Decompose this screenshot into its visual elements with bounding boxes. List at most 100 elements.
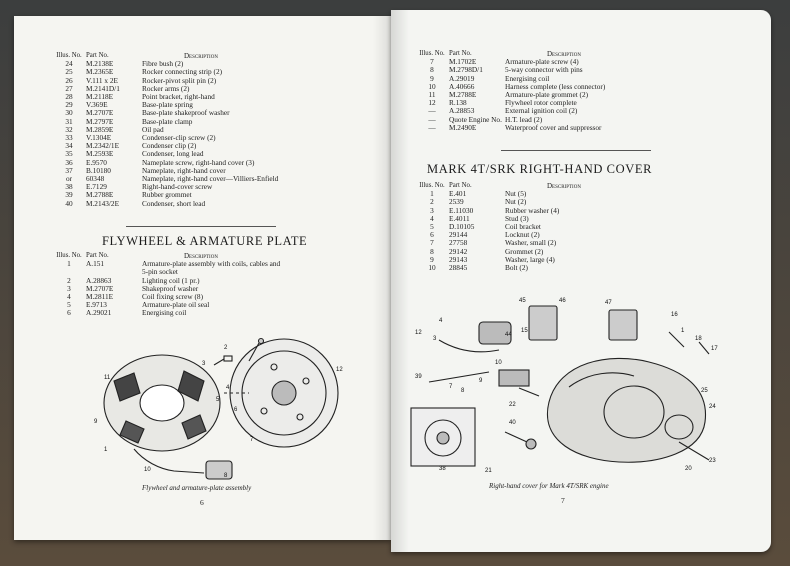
description-cell: Nameplate screw, right-hand cover (3) [142, 157, 255, 167]
illus-no-cell: 40 [65, 198, 73, 208]
illus-no-cell: 39 [65, 190, 73, 200]
part-no-cell: 29144 [449, 230, 468, 240]
table-row: 5-pin socket [52, 268, 280, 276]
description-cell: Condenser clip (2) [142, 141, 197, 151]
description-cell: Waterproof cover and suppressor [505, 122, 602, 132]
part-no-cell: A.29019 [449, 73, 475, 83]
illus-no-cell: 1 [430, 189, 434, 199]
table-header: Illus. No. Part No. Description [52, 52, 278, 60]
callout-number: 11 [104, 375, 111, 381]
illus-no-cell: 37 [65, 165, 73, 175]
description-cell: Rocker arms (2) [142, 83, 190, 93]
col-description: Description [184, 252, 218, 260]
part-no-cell: E.11030 [449, 205, 474, 215]
callout-number: 15 [521, 328, 528, 334]
part-no-cell: M.2138E [86, 59, 114, 69]
callout-number: 3 [202, 361, 206, 367]
table-header: Illus. No. Part No. Description [415, 182, 581, 190]
part-no-cell: M.2490E [449, 122, 477, 132]
callout-number: 10 [144, 467, 151, 473]
description-cell: Coil bracket [505, 222, 541, 232]
section-rule [501, 150, 651, 151]
part-no-cell: 2539 [449, 197, 464, 207]
description-cell: Rocker-pivot split pin (2) [142, 75, 217, 85]
callout-number: 1 [104, 447, 108, 453]
right-hand-cover [546, 357, 707, 463]
description-cell: Condenser, short lead [142, 198, 206, 208]
description-cell: H.T. lead (2) [505, 114, 543, 124]
illus-no-cell: 29 [65, 100, 73, 110]
description-cell: Armature-plate grommet (2) [505, 90, 589, 100]
illus-no-cell: 38 [65, 182, 73, 192]
callout-number: 2 [224, 345, 228, 351]
description-cell: Nut (2) [505, 197, 527, 207]
illus-no-cell: 24 [65, 59, 73, 69]
table-row: 36 E.9570 Nameplate screw, right-hand cove… [52, 157, 278, 167]
part-no-cell: M.2365E [86, 67, 114, 77]
callout-number: 24 [709, 404, 716, 410]
part-no-cell: 60348 [86, 174, 105, 184]
part-no-cell: V.1304E [86, 133, 112, 143]
col-part-no: Part No. [86, 252, 109, 259]
col-illus-no: Illus. No. [56, 252, 82, 259]
part-no-cell: A.28853 [449, 106, 475, 116]
table-header: Illus. No. Part No. Description [415, 50, 605, 58]
callout-number: 4 [226, 385, 230, 391]
illus-no-cell: 36 [65, 157, 73, 167]
part-no-cell: M.2859E [86, 124, 114, 134]
callout-number: 7 [449, 384, 453, 390]
description-cell: Lighting coil (1 pr.) [142, 275, 200, 285]
illus-no-cell: 2 [67, 275, 71, 285]
part-no-cell: 28845 [449, 263, 468, 273]
part-no-cell: A.40666 [449, 81, 475, 91]
description-cell: Oil pad [142, 124, 164, 134]
col-description: Description [547, 182, 581, 190]
part-no-cell: 29142 [449, 246, 468, 256]
part-no-cell: E.9713 [86, 300, 107, 310]
illus-no-cell: 4 [67, 292, 71, 302]
col-illus-no: Illus. No. [419, 50, 445, 57]
callout-number: 46 [559, 298, 566, 304]
part-no-cell: M.2811E [86, 292, 114, 302]
parts-table-continued: Illus. No. Part No. Description 24 M.2138… [52, 52, 278, 208]
callout-number: 18 [695, 336, 702, 342]
description-cell: Flywheel rotor complete [505, 98, 577, 108]
illus-no-cell: 5 [67, 300, 71, 310]
part-no-cell: E.9570 [86, 157, 107, 167]
callout-number: 6 [234, 407, 238, 413]
callout-number: 8 [224, 473, 228, 479]
illus-no-cell: 6 [430, 230, 434, 240]
five-pin-socket [205, 460, 233, 480]
illus-no-cell: — [428, 114, 436, 124]
callout-number: 4 [439, 318, 443, 324]
callout-number: 40 [509, 420, 516, 426]
description-cell: Armature-plate assembly with coils, cabl… [142, 259, 281, 269]
col-description: Description [547, 50, 581, 58]
part-no-cell: M.2788E [86, 190, 114, 200]
table-header: Illus. No. Part No. Description [52, 252, 280, 260]
illus-no-cell: 32 [65, 124, 73, 134]
callout-number: 7 [250, 437, 254, 443]
col-illus-no: Illus. No. [56, 52, 82, 59]
col-part-no: Part No. [449, 182, 472, 189]
